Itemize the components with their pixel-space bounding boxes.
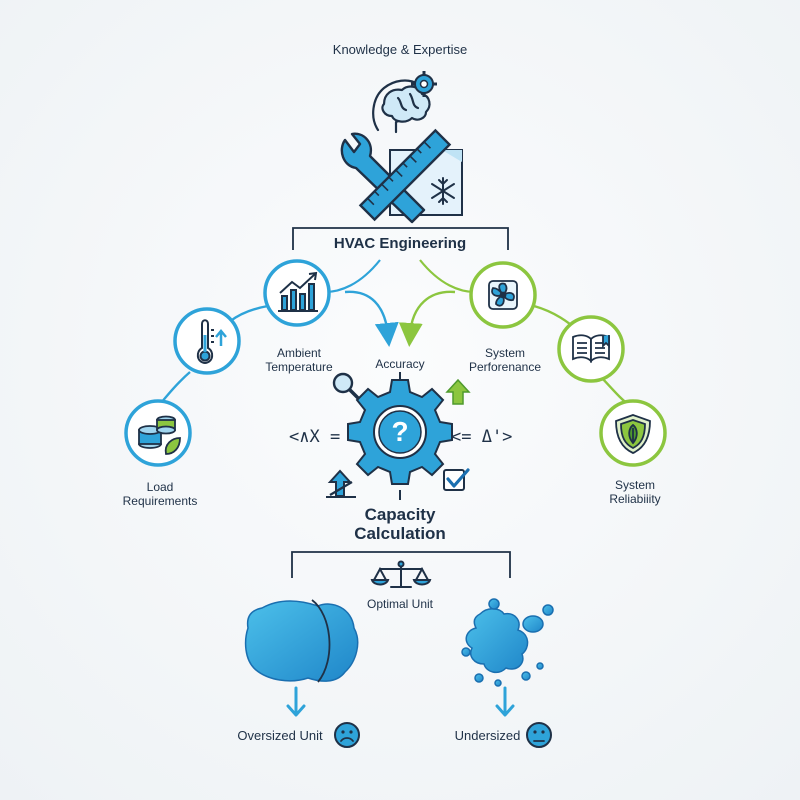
book-node — [557, 315, 625, 383]
formula-left: <∧X = — [289, 427, 341, 447]
up-arrow-icon — [445, 378, 471, 405]
undersized-label: Undersized — [454, 728, 521, 743]
shield-leaf-icon — [615, 414, 651, 454]
chart-node — [263, 259, 331, 327]
optimal-unit-label: Optimal Unit — [366, 597, 434, 611]
small-gear-icon — [411, 71, 437, 97]
coins-node — [124, 399, 192, 467]
ambient-temperature-label: Ambient Temperature — [265, 346, 333, 374]
capacity-calculation-title: Capacity Calculation — [354, 505, 446, 543]
snowflake-icon — [431, 177, 455, 205]
green-connector — [398, 290, 456, 347]
hub-to-left — [324, 259, 381, 294]
blue-connector — [344, 290, 399, 347]
shield-node — [599, 399, 667, 467]
fan-icon — [488, 280, 518, 310]
oversized-arrow — [286, 686, 306, 717]
formula-right: <= Δ'> — [451, 427, 513, 447]
wrench-ruler-icon — [340, 128, 463, 224]
gear-question-icon — [347, 379, 453, 485]
coins-leaf-icon — [138, 415, 181, 455]
undersized-arrow — [495, 686, 515, 717]
book-icon — [572, 334, 610, 364]
load-requirements-label: Load Requirements — [122, 480, 198, 508]
checkbox-icon — [443, 468, 470, 491]
magnifier-icon — [332, 372, 361, 401]
hub-title: HVAC Engineering — [333, 235, 467, 252]
thermometer-icon — [196, 319, 227, 365]
undersized-blob — [461, 598, 554, 687]
sad-face-icon — [526, 722, 552, 748]
gear-question-mark: ? — [391, 416, 409, 447]
fan-node — [469, 261, 537, 329]
hub-bracket — [292, 227, 509, 250]
system-reliability-label: System Reliabiiity — [609, 478, 661, 506]
oversized-blob — [244, 599, 359, 683]
sad-face-icon — [334, 722, 360, 748]
thermometer-node — [173, 307, 241, 375]
oversized-unit-label: Oversized Unit — [237, 728, 323, 743]
balance-scale-icon — [370, 560, 432, 588]
outcome-bracket — [291, 551, 511, 578]
adjust-arrow-icon — [326, 469, 356, 498]
brain-gear-icon — [372, 79, 431, 134]
hub-to-right — [419, 259, 476, 294]
chart-icon — [278, 271, 318, 312]
knowledge-title: Knowledge & Expertise — [332, 42, 468, 57]
system-performance-label: System Perforenance — [468, 346, 542, 374]
accuracy-label: Accuracy — [375, 357, 425, 371]
